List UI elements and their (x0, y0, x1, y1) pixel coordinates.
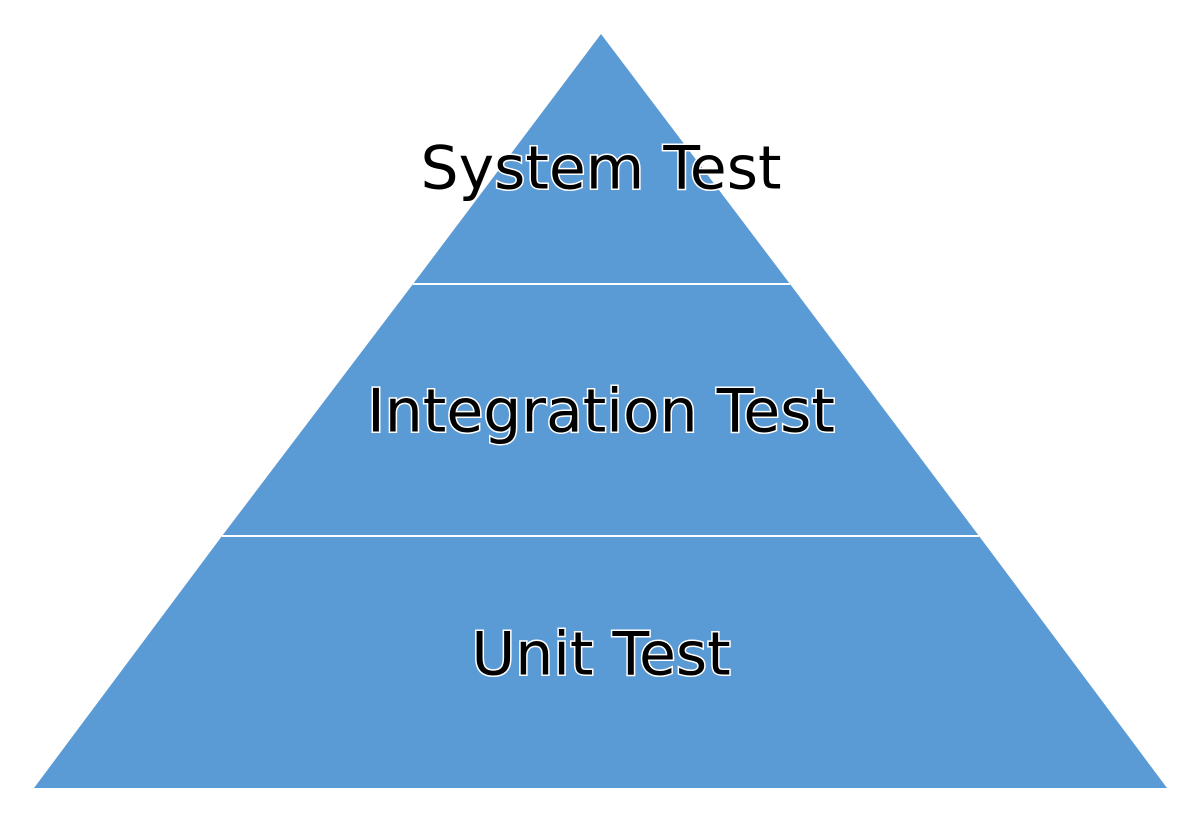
tier-label-system-test: System Test (421, 134, 782, 204)
tier-integration-test (222, 284, 979, 536)
tier-unit-test (34, 536, 1167, 788)
tier-label-unit-test: Unit Test (471, 620, 730, 690)
tier-label-integration-test: Integration Test (367, 377, 835, 447)
tier-system-test (413, 34, 790, 284)
